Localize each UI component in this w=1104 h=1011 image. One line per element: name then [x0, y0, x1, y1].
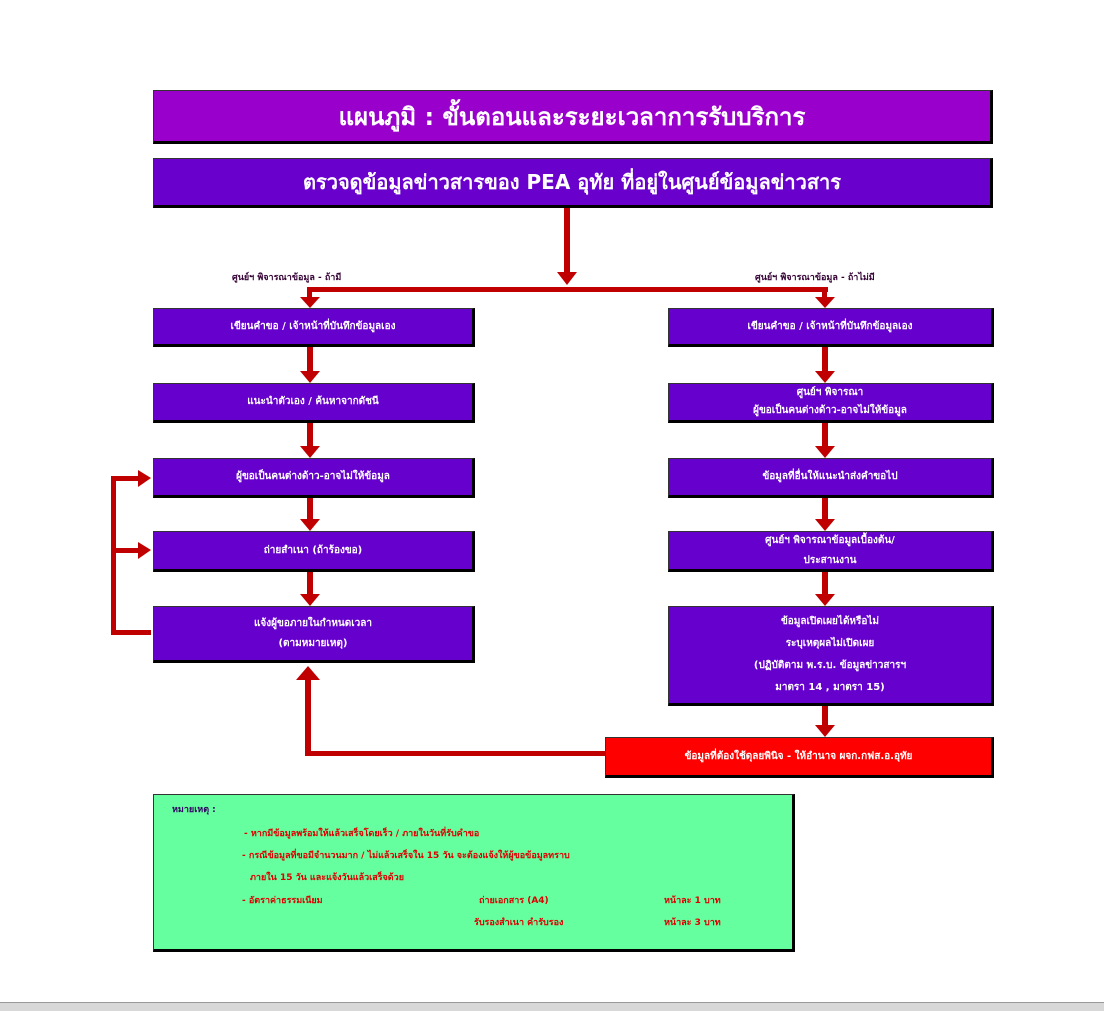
step-text: (ตามหมายเหตุ): [278, 637, 348, 649]
step-text: ข้อมูลที่ต้องใช้ดุลยพินิจ - ให้อำนาจ ผจก…: [684, 751, 913, 762]
left-branch-label: ศูนย์ฯ พิจารณาข้อมูล - ถ้ามี: [232, 273, 342, 283]
step-text: ผู้ขอเป็นคนต่างด้าว-อาจไม่ให้ข้อมูล: [236, 471, 390, 482]
step-text: มาตรา 14 , มาตรา 15): [775, 682, 885, 693]
fee-item: ถ่ายเอกสาร (A4): [479, 896, 549, 906]
right-step-4: ศูนย์ฯ พิจารณาข้อมูลเบื้องต้น/ประสานงาน: [668, 531, 994, 572]
note-line: - กรณีข้อมูลที่ขอมีจำนวนมาก / ไม่แล้วเสร…: [242, 851, 570, 861]
start-step: ตรวจดูข้อมูลข่าวสารของ PEA อุทัย ที่อยู่…: [153, 158, 993, 208]
left-step-2: แนะนำตัวเอง / ค้นหาจากดัชนี: [153, 383, 475, 423]
discretion-step: ข้อมูลที่ต้องใช้ดุลยพินิจ - ให้อำนาจ ผจก…: [605, 737, 994, 778]
step-text: ระบุเหตุผลไม่เปิดเผย: [785, 638, 875, 649]
right-step-5: ข้อมูลเปิดเผยได้หรือไม่ระบุเหตุผลไม่เปิด…: [668, 606, 994, 706]
fee-label: - อัตราค่าธรรมเนียม: [242, 896, 323, 906]
step-text: ประสานงาน: [803, 554, 857, 566]
note-line: - หากมีข้อมูลพร้อมให้แล้วเสร็จโดยเร็ว / …: [244, 829, 480, 839]
notes-panel: หมายเหตุ : - หากมีข้อมูลพร้อมให้แล้วเสร็…: [153, 794, 795, 952]
fee-price: หน้าละ 1 บาท: [664, 896, 721, 906]
bottom-border: [0, 1002, 1104, 1011]
note-line: ภายใน 15 วัน และแจ้งวันแล้วเสร็จด้วย: [250, 873, 404, 883]
notes-heading: หมายเหตุ :: [172, 805, 216, 815]
chart-title: แผนภูมิ : ขั้นตอนและระยะเวลาการรับบริการ: [153, 90, 993, 144]
right-branch-label: ศูนย์ฯ พิจารณาข้อมูล - ถ้าไม่มี: [755, 273, 875, 283]
right-step-1: เขียนคำขอ / เจ้าหน้าที่บันทึกข้อมูลเอง: [668, 308, 994, 347]
step-text: ผู้ขอเป็นคนต่างด้าว-อาจไม่ให้ข้อมูล: [753, 405, 907, 416]
step-text: เขียนคำขอ / เจ้าหน้าที่บันทึกข้อมูลเอง: [747, 320, 913, 332]
left-step-3: ผู้ขอเป็นคนต่างด้าว-อาจไม่ให้ข้อมูล: [153, 458, 475, 498]
fee-item: รับรองสำเนา คำรับรอง: [474, 918, 564, 928]
step-text: ข้อมูลที่อื่นให้แนะนำส่งคำขอไป: [762, 471, 898, 482]
step-text: แจ้งผู้ขอภายในกำหนดเวลา: [253, 617, 373, 629]
step-text: (ปฏิบัติตาม พ.ร.บ. ข้อมูลข่าวสารฯ: [753, 660, 907, 671]
step-text: แนะนำตัวเอง / ค้นหาจากดัชนี: [247, 396, 379, 407]
step-text: เขียนคำขอ / เจ้าหน้าที่บันทึกข้อมูลเอง: [230, 320, 396, 332]
step-text: ศูนย์ฯ พิจารณาข้อมูลเบื้องต้น/: [765, 534, 895, 546]
step-text: ศูนย์ฯ พิจารณา: [796, 387, 864, 398]
right-step-2: ศูนย์ฯ พิจารณาผู้ขอเป็นคนต่างด้าว-อาจไม่…: [668, 383, 994, 423]
left-step-5: แจ้งผู้ขอภายในกำหนดเวลา (ตามหมายเหตุ): [153, 606, 475, 663]
fee-price: หน้าละ 3 บาท: [664, 918, 721, 928]
subtitle-text: ตรวจดูข้อมูลข่าวสารของ PEA อุทัย ที่อยู่…: [302, 170, 842, 194]
step-text: ถ่ายสำเนา (ถ้าร้องขอ): [263, 544, 363, 556]
step-text: ข้อมูลเปิดเผยได้หรือไม่: [780, 616, 880, 627]
title-text: แผนภูมิ : ขั้นตอนและระยะเวลาการรับบริการ: [338, 102, 806, 131]
left-step-1: เขียนคำขอ / เจ้าหน้าที่บันทึกข้อมูลเอง: [153, 308, 475, 347]
right-step-3: ข้อมูลที่อื่นให้แนะนำส่งคำขอไป: [668, 458, 994, 498]
left-step-4: ถ่ายสำเนา (ถ้าร้องขอ): [153, 531, 475, 572]
